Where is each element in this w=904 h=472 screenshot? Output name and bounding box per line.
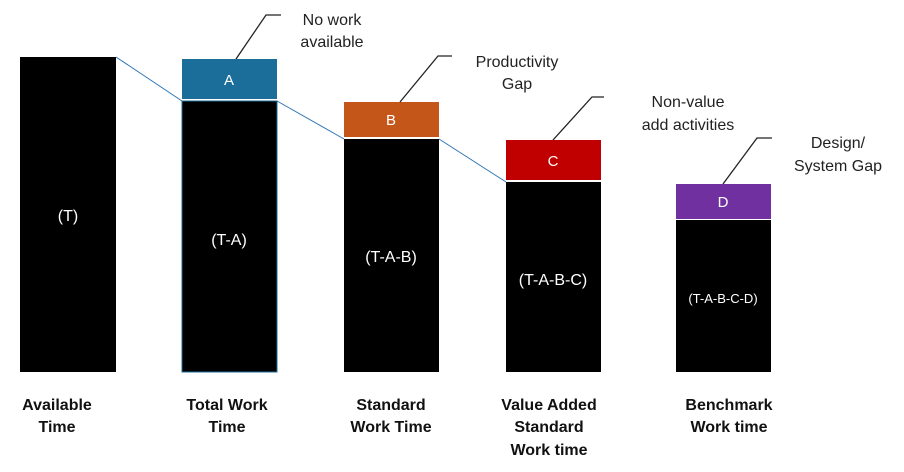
bar-total-work-time: (T-A) A bbox=[181, 59, 278, 373]
category-label-3: Standard Work Time bbox=[350, 397, 431, 436]
bar-benchmark-work-time: (T-A-B-C-D) D bbox=[676, 184, 771, 372]
leader-line-d bbox=[722, 137, 772, 185]
annotation-line: add activities bbox=[642, 117, 735, 134]
annotation-c: Non-value add activities bbox=[642, 94, 735, 134]
gap-label-a: A bbox=[224, 72, 234, 89]
category-line: Available bbox=[22, 397, 92, 414]
leader-line-a bbox=[235, 14, 281, 60]
gap-label-c: C bbox=[548, 153, 559, 170]
annotation-a: No work available bbox=[300, 12, 363, 51]
bar-standard-work-time: (T-A-B) B bbox=[344, 102, 439, 372]
category-line: Standard bbox=[514, 419, 583, 436]
category-line: Time bbox=[38, 419, 75, 436]
category-line: Benchmark bbox=[685, 397, 772, 414]
bar-value-added-work-time: (T-A-B-C) C bbox=[506, 140, 601, 372]
bar-label: (T) bbox=[58, 208, 78, 225]
category-label-4: Value Added Standard Work time bbox=[501, 397, 596, 459]
bar-rect bbox=[181, 100, 278, 373]
annotation-line: Productivity bbox=[476, 54, 559, 71]
connector-line-3 bbox=[438, 138, 507, 183]
gap-box-b bbox=[344, 102, 439, 137]
gap-box-c bbox=[506, 140, 601, 180]
bar-label: (T-A-B) bbox=[365, 249, 417, 266]
bar-rect bbox=[506, 182, 601, 372]
bar-rect bbox=[676, 220, 771, 372]
bar-label: (T-A-B-C-D) bbox=[688, 291, 757, 306]
gap-box-a bbox=[182, 59, 277, 99]
category-line: Work Time bbox=[350, 419, 431, 436]
connector-line-1 bbox=[115, 56, 183, 102]
category-label-5: Benchmark Work time bbox=[685, 397, 772, 436]
category-label-1: Available Time bbox=[22, 397, 92, 436]
category-line: Work time bbox=[690, 419, 767, 436]
category-label-2: Total Work Time bbox=[186, 397, 267, 436]
annotation-d: Design/ System Gap bbox=[794, 135, 882, 175]
annotation-b: Productivity Gap bbox=[476, 54, 559, 93]
category-line: Standard bbox=[356, 397, 425, 414]
bar-label: (T-A) bbox=[211, 232, 247, 249]
category-line: Total Work bbox=[186, 397, 267, 414]
leader-line-b bbox=[399, 55, 452, 103]
gap-label-b: B bbox=[386, 112, 396, 129]
category-line: Time bbox=[208, 419, 245, 436]
annotation-line: System Gap bbox=[794, 158, 882, 175]
annotation-line: available bbox=[300, 34, 363, 51]
annotation-line: Non-value bbox=[652, 94, 725, 111]
gap-box-d bbox=[676, 184, 771, 219]
annotation-line: Gap bbox=[502, 76, 532, 93]
gap-label-d: D bbox=[718, 194, 729, 211]
bar-rect bbox=[20, 57, 116, 372]
annotation-line: Design/ bbox=[811, 135, 866, 152]
bar-available-time: (T) bbox=[20, 57, 116, 372]
leader-line-c bbox=[552, 96, 604, 141]
bar-label: (T-A-B-C) bbox=[519, 272, 587, 289]
category-line: Value Added bbox=[501, 397, 596, 414]
bar-rect bbox=[344, 139, 439, 372]
connector-line-2 bbox=[276, 100, 345, 140]
category-line: Work time bbox=[510, 442, 587, 459]
annotation-line: No work bbox=[303, 12, 363, 29]
